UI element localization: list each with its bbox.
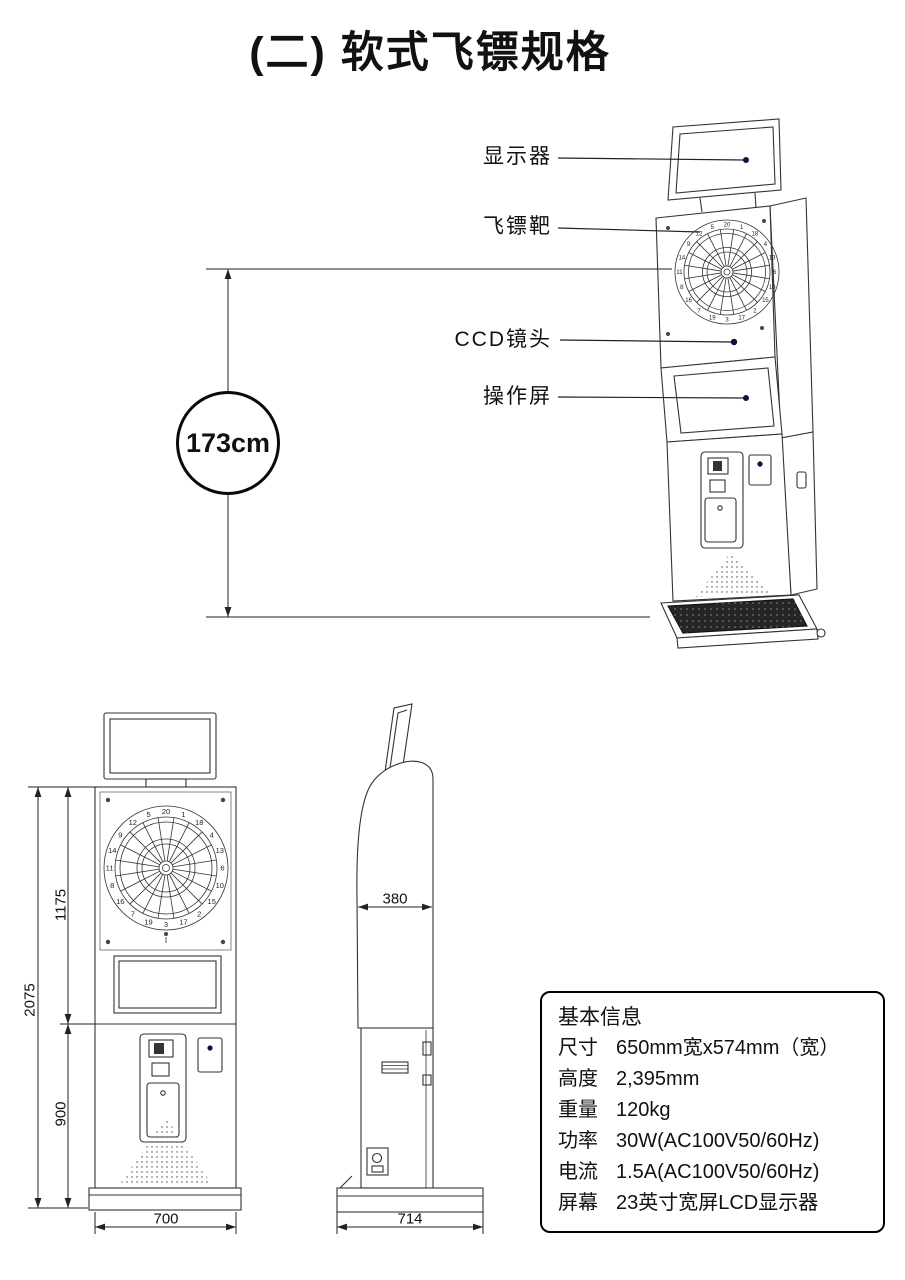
svg-text:13: 13 [769,255,776,261]
svg-text:8: 8 [110,881,114,890]
speaker-grille-front [120,1118,212,1184]
side-handle [796,471,807,489]
dim-lower-height: 900 [52,1101,70,1127]
svg-text:5: 5 [711,225,715,231]
callout-operation-screen: 操作屏 [483,385,552,408]
svg-text:5: 5 [146,810,150,819]
svg-text:18: 18 [752,232,759,238]
svg-text:15: 15 [208,897,216,906]
callout-ccd-lens: CCD镜头 [454,328,552,351]
perspective-view: 20 1 18 4 13 6 10 15 2 17 3 19 7 16 8 11 14 9 12 5 [655,118,826,649]
info-value: 30W(AC100V50/60Hz) [616,1130,820,1152]
svg-text:2: 2 [753,309,757,315]
svg-text:9: 9 [118,830,122,839]
svg-text:9: 9 [687,242,691,248]
front-dimension-lines [28,786,237,1234]
dim-upper-height: 1175 [52,888,70,922]
svg-text:3: 3 [164,920,168,929]
dim-side-depth: 380 [382,890,408,908]
info-box-title: 基本信息 [558,1006,642,1029]
svg-text:3: 3 [725,318,729,324]
svg-text:17: 17 [738,315,745,321]
info-label: 尺寸 [558,1037,598,1059]
svg-text:19: 19 [709,315,716,321]
info-row-height: 高度 2,395mm [558,1064,867,1095]
info-value: 1.5A(AC100V50/60Hz) [616,1161,820,1183]
svg-text:16: 16 [116,897,124,906]
svg-text:13: 13 [216,846,224,855]
svg-text:7: 7 [131,909,135,918]
svg-text:7: 7 [697,309,701,315]
dim-base-depth: 714 [397,1210,423,1228]
display-leader-dot [743,157,749,163]
info-value: 2,395mm [616,1068,700,1090]
dim-front-width: 700 [153,1210,179,1228]
info-label: 重量 [558,1099,598,1121]
side-coin-box [366,1147,389,1176]
info-row-screen: 屏幕 23英寸宽屏LCD显示器 [558,1188,867,1219]
svg-text:8: 8 [680,285,684,291]
basic-info-box: 基本信息 尺寸 650mm宽x574mm（宽） 高度 2,395mm 重量 12… [540,991,885,1233]
callout-display: 显示器 [483,145,552,168]
svg-text:14: 14 [108,846,116,855]
callout-leader-lines [557,157,749,401]
svg-text:15: 15 [762,298,769,304]
svg-text:20: 20 [162,807,170,816]
svg-text:11: 11 [106,864,114,873]
svg-text:6: 6 [773,270,777,276]
ccd-lens-dot [730,338,738,346]
svg-text:10: 10 [769,285,776,291]
front-base [88,1187,242,1211]
info-value: 23英寸宽屏LCD显示器 [616,1192,819,1214]
caster-wheel [816,628,826,638]
info-row-power: 功率 30W(AC100V50/60Hz) [558,1126,867,1157]
svg-text:19: 19 [144,917,152,926]
info-label: 高度 [558,1068,598,1090]
callout-dartboard: 飞镖靶 [483,215,552,238]
svg-text:10: 10 [216,881,224,890]
info-value: 650mm宽x574mm（宽） [616,1037,840,1059]
dim-total-height: 2075 [21,983,39,1017]
info-label: 功率 [558,1130,598,1152]
svg-text:4: 4 [210,830,214,839]
svg-text:17: 17 [179,917,187,926]
svg-text:18: 18 [195,818,203,827]
operation-screen-panel [673,367,775,434]
svg-text:20: 20 [724,223,731,229]
info-row-size: 尺寸 650mm宽x574mm（宽） [558,1033,867,1064]
info-label: 电流 [558,1161,598,1183]
svg-text:2: 2 [197,909,201,918]
side-dimension-lines [336,903,484,1234]
side-base [336,1187,484,1213]
page-title: (二) 软式飞镖规格 [249,29,611,77]
svg-text:1: 1 [181,810,185,819]
svg-text:12: 12 [696,232,703,238]
coin-assembly-perspective [700,451,772,549]
info-value: 120kg [616,1099,671,1121]
front-monitor [103,712,217,780]
svg-text:6: 6 [220,864,224,873]
info-label: 屏幕 [558,1192,598,1214]
dartboard-perspective: 20 1 18 4 13 6 10 15 2 17 3 19 7 16 8 11 14 9 12 5 [674,219,780,325]
info-row-weight: 重量 120kg [558,1095,867,1126]
svg-text:1: 1 [740,225,744,231]
opscreen-leader-dot [743,395,749,401]
height-dimension-badge: 173cm [176,391,280,495]
svg-text:11: 11 [676,270,683,276]
svg-text:16: 16 [685,298,692,304]
svg-text:12: 12 [129,818,137,827]
svg-text:14: 14 [678,255,685,261]
svg-text:4: 4 [764,242,768,248]
info-row-current: 电流 1.5A(AC100V50/60Hz) [558,1157,867,1188]
speaker-grille-perspective [695,552,771,597]
front-operation-screen [113,955,222,1014]
side-view [336,703,484,1213]
